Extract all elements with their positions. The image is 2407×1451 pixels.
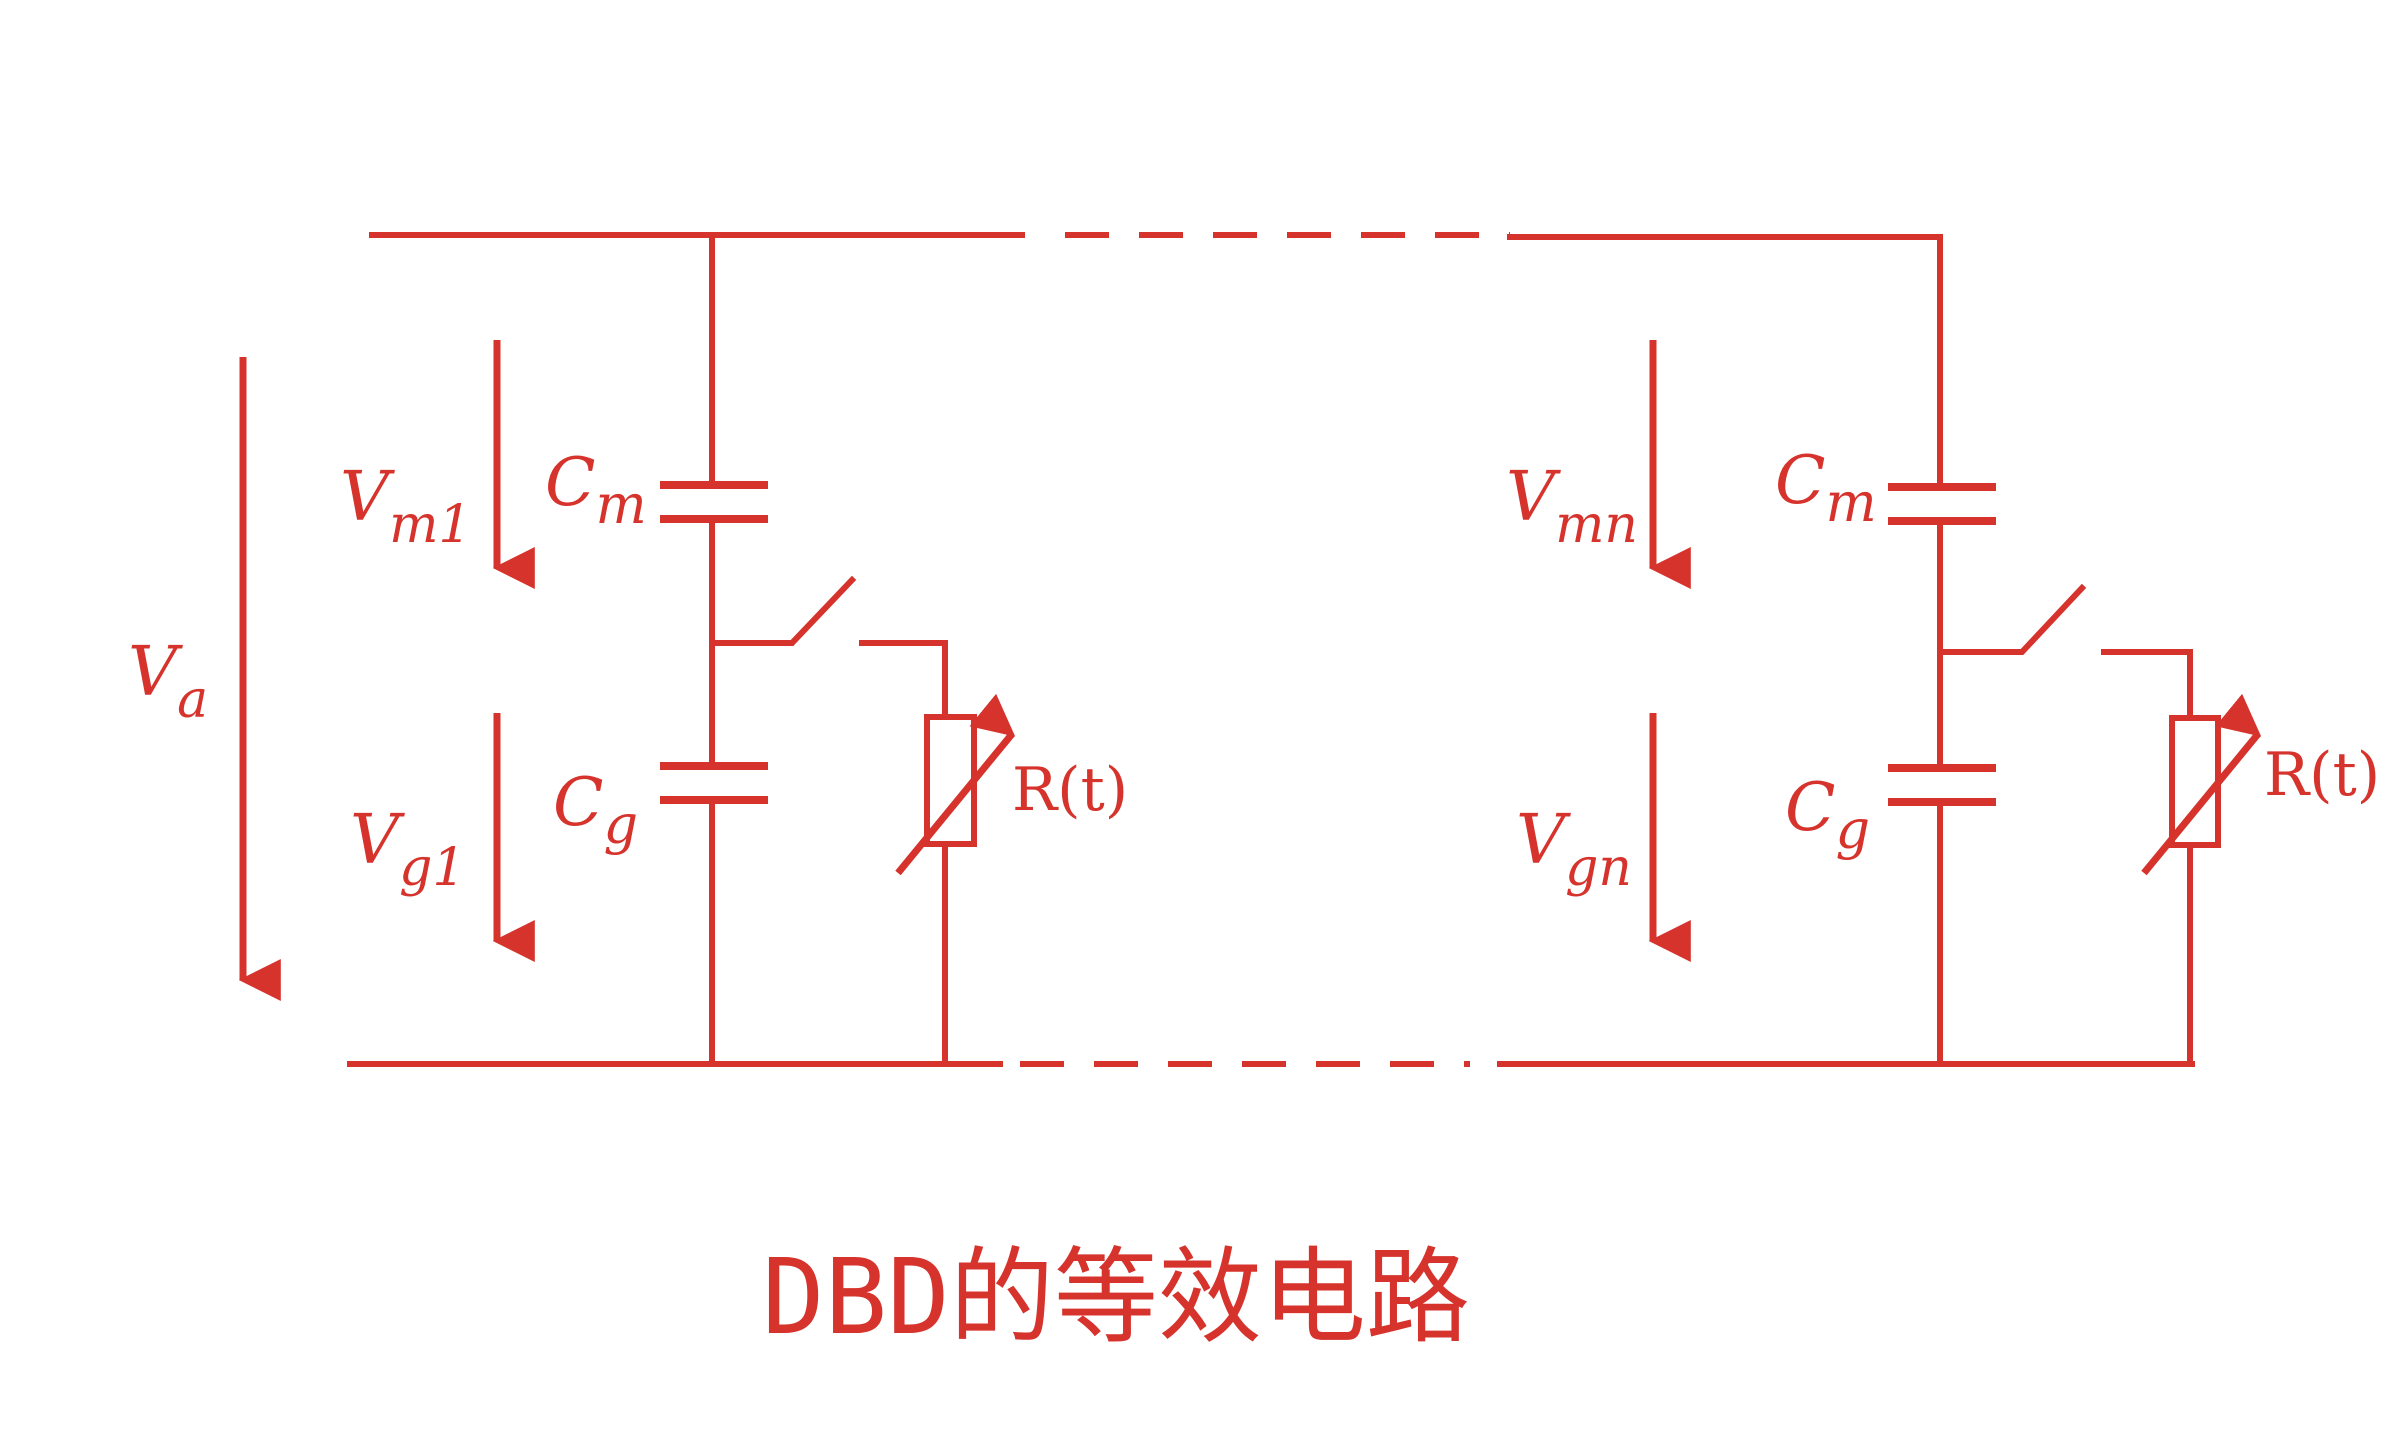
celln-switch-arm bbox=[1937, 583, 2087, 655]
celln-variable-arrow-icon bbox=[2141, 693, 2262, 876]
label-cell1-cg: Cg bbox=[553, 764, 638, 856]
label-celln-cg: Cg bbox=[1785, 769, 1870, 861]
cell1-switch-arm bbox=[709, 575, 857, 646]
label-va-sub: a bbox=[177, 670, 208, 730]
label-celln-cg-main: C bbox=[1785, 769, 1836, 846]
cell-n bbox=[1888, 234, 2262, 1067]
label-vgn: Vgn bbox=[1516, 801, 1632, 898]
label-celln-cm: Cm bbox=[1775, 442, 1877, 534]
label-vm1-main: V bbox=[340, 458, 395, 537]
cell-1 bbox=[660, 232, 1016, 1067]
label-celln-cm-sub: m bbox=[1826, 471, 1877, 534]
label-vmn: Vmn bbox=[1506, 458, 1638, 555]
label-celln-cg-sub: g bbox=[1836, 798, 1871, 861]
label-celln-resistor: R(t) bbox=[2264, 740, 2380, 810]
label-celln-cm-main: C bbox=[1775, 442, 1826, 519]
label-cell1-cg-sub: g bbox=[604, 793, 639, 856]
label-vmn-main: V bbox=[1506, 458, 1561, 537]
label-vm1: Vm1 bbox=[340, 458, 472, 555]
label-cell1-cg-main: C bbox=[553, 764, 604, 841]
label-vm1-sub: m1 bbox=[389, 495, 471, 555]
label-cell1-cm: Cm bbox=[545, 444, 647, 536]
label-vg1-sub: g1 bbox=[399, 838, 465, 898]
label-vg1: Vg1 bbox=[350, 801, 465, 898]
cell1-variable-arrow-icon bbox=[895, 693, 1016, 876]
label-va: Va bbox=[128, 633, 208, 730]
label-vgn-main: V bbox=[1516, 801, 1571, 880]
cell1-switch-contact bbox=[859, 640, 948, 720]
label-va-main: V bbox=[128, 633, 183, 712]
diagram-title: DBD的等效电路 bbox=[762, 1236, 1470, 1358]
label-cell1-cm-main: C bbox=[545, 444, 596, 521]
label-cell1-cm-sub: m bbox=[596, 473, 647, 536]
celln-switch-contact bbox=[2101, 649, 2193, 721]
label-cell1-resistor: R(t) bbox=[1012, 755, 1128, 825]
label-vmn-sub: mn bbox=[1555, 495, 1638, 555]
label-vg1-main: V bbox=[350, 801, 405, 880]
label-vgn-sub: gn bbox=[1565, 838, 1632, 898]
